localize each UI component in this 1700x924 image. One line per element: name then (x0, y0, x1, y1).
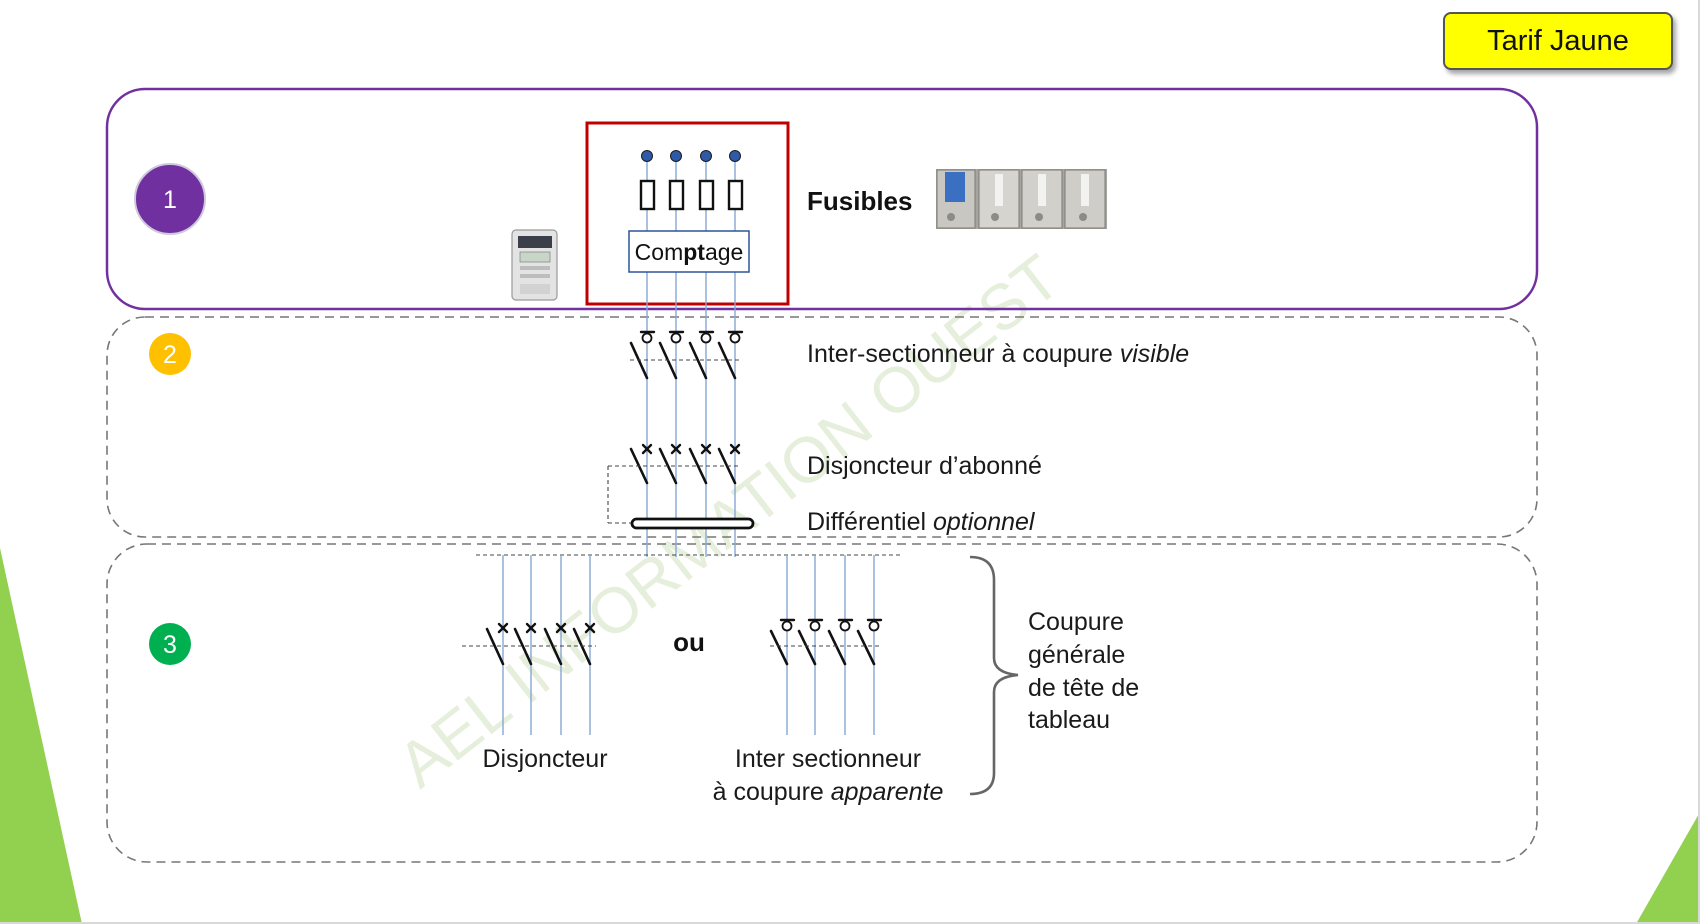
or-label: ou (673, 627, 705, 657)
corner-decoration-left (0, 548, 82, 924)
breaker-option-label: Disjoncteur (482, 745, 607, 773)
phase-wires (646, 156, 736, 557)
section-1-frame (105, 87, 1539, 311)
differential-symbol (630, 517, 755, 530)
meter-device-icon (511, 229, 558, 301)
isolator-label: Inter-sectionneur à coupure visible (807, 340, 1189, 368)
section-2-frame (106, 316, 1538, 538)
tariff-badge: Tarif Jaune (1443, 12, 1673, 70)
comptage-box (628, 230, 750, 273)
incoming-terminals (641, 150, 741, 162)
fuses-label: Fusibles (807, 186, 912, 216)
metering-frame (585, 121, 790, 306)
isolator-option-label-line2: à coupure apparente (713, 778, 944, 806)
isolator-switch-symbol (629, 330, 744, 380)
isolator-option-symbol (769, 555, 883, 735)
brace-label-line4: tableau (1028, 706, 1110, 734)
differential-label: Différentiel optionnel (807, 508, 1036, 536)
section-1-number: 1 (163, 186, 177, 214)
subscriber-breaker-label: Disjoncteur d’abonné (807, 452, 1042, 480)
brace-label-line3: de tête de (1028, 674, 1139, 702)
brace (969, 555, 1019, 796)
brace-label-line2: générale (1028, 641, 1125, 669)
section-3-frame (106, 543, 1538, 863)
fuses-photo (936, 169, 1107, 229)
subscriber-breaker-symbol (607, 443, 741, 524)
section-3-marker: 3 (149, 623, 191, 665)
brace-label-line1: Coupure (1028, 608, 1124, 636)
isolator-option-label-line1: Inter sectionneur (735, 745, 921, 773)
breaker-option-symbol (462, 555, 596, 735)
section-2-number: 2 (163, 341, 177, 369)
section-3-number: 3 (163, 631, 177, 659)
corner-decoration-right (1636, 812, 1700, 924)
fuse-symbols (639, 179, 744, 211)
section-2-marker: 2 (149, 333, 191, 375)
section-1-marker: 1 (134, 163, 206, 235)
comptage-label: Comptage (635, 239, 744, 265)
